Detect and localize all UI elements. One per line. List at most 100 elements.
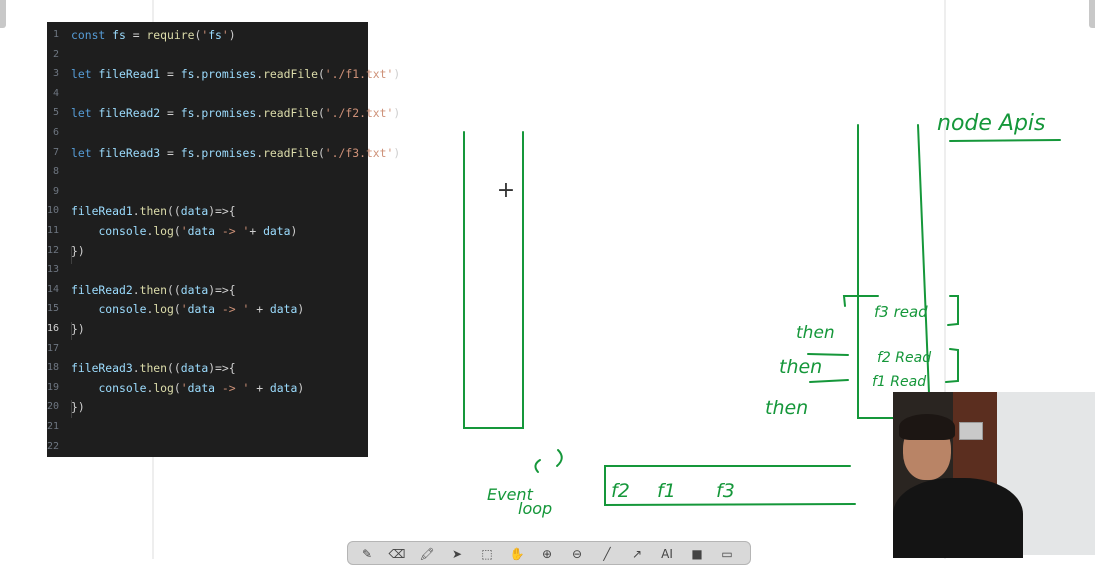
f3-read-label: f3 read — [874, 303, 928, 321]
presenter-hair — [899, 414, 955, 440]
code-line: 17 — [47, 340, 368, 358]
then-label-1: then — [796, 323, 835, 343]
f2-read-label: f2 Read — [877, 350, 931, 366]
code-text: let fileRead3 = fs.promises.readFile('./… — [71, 145, 401, 160]
then-label-2: then — [779, 356, 822, 378]
indent-guide — [71, 322, 72, 340]
event-loop-arrows — [534, 449, 563, 473]
node-apis-label: node Apis — [937, 111, 1046, 136]
then-arrow-1 — [842, 295, 879, 307]
line-number: 19 — [47, 381, 60, 393]
line-number: 6 — [52, 127, 59, 138]
line-number: 17 — [47, 342, 60, 354]
code-text: fileRead2.then((data)=>{ — [71, 282, 236, 297]
code-line: 7 let fileRead3 = fs.promises.readFile('.… — [47, 144, 400, 162]
code-line: 16}) — [47, 320, 368, 338]
indent-guide — [71, 246, 72, 264]
code-line: 21 — [47, 418, 368, 436]
code-line: 2 — [47, 46, 368, 64]
text-icon[interactable]: AI — [661, 547, 673, 561]
code-line: 15 console.log('data -> ' + data) — [47, 300, 368, 318]
webcam-background-panel — [959, 422, 983, 440]
code-line: 14 fileRead2.then((data)=>{ — [47, 281, 368, 299]
code-text: fileRead3.then((data)=>{ — [71, 361, 236, 376]
queue-item-f2: f2 — [611, 480, 630, 502]
code-line: 18 fileRead3.then((data)=>{ — [47, 359, 368, 377]
right-scrollbar[interactable] — [1089, 0, 1095, 28]
code-line: 13 — [47, 261, 368, 279]
line-number: 12 — [47, 244, 60, 256]
line-number: 18 — [47, 362, 60, 374]
left-scrollbar[interactable] — [0, 0, 6, 28]
code-text: let fileRead2 = fs.promises.readFile('./… — [71, 106, 401, 121]
line-number: 7 — [52, 146, 59, 158]
f1-read-label: f1 Read — [872, 374, 926, 390]
code-line: 10 fileRead1.then((data)=>{ — [47, 202, 368, 220]
then-label-3: then — [765, 397, 808, 419]
queue-item-f1: f1 — [657, 480, 676, 502]
code-line: 11 console.log('data -> '+ data) — [47, 222, 368, 240]
code-line: 3 let fileRead1 = fs.promises.readFile('.… — [47, 65, 400, 83]
line-number: 9 — [52, 185, 59, 197]
call-stack-box — [463, 131, 524, 429]
queue-item-f3: f3 — [716, 480, 735, 502]
indent-guide — [71, 400, 72, 418]
more-icon[interactable]: ▭ — [721, 547, 733, 561]
code-text: }) — [71, 400, 85, 415]
highlighter-icon[interactable]: 🖍 — [419, 547, 435, 561]
code-line: 9 — [47, 183, 368, 201]
loop-label: loop — [518, 499, 552, 518]
event-label: Event — [487, 485, 534, 504]
line-number: 13 — [47, 264, 60, 276]
arrow-icon[interactable]: ↗ — [631, 547, 643, 561]
bracket-2 — [945, 348, 959, 383]
line-number: 4 — [52, 87, 59, 99]
line-number: 15 — [47, 303, 60, 315]
code-text: console.log('data -> ' + data) — [98, 302, 305, 317]
line-number: 11 — [47, 225, 60, 236]
line-number: 1 — [52, 29, 59, 40]
zoom-in-icon[interactable]: ⊕ — [541, 547, 553, 561]
eraser-icon[interactable]: ⌫ — [388, 547, 406, 561]
line-number: 8 — [52, 166, 59, 178]
webcam-overlay — [893, 392, 1095, 558]
code-text: fileRead1.then((data)=>{ — [71, 204, 236, 219]
node-apis-underline — [949, 139, 1061, 142]
line-number: 22 — [47, 440, 60, 452]
code-text: }) — [71, 322, 85, 336]
then-arrow-3 — [809, 379, 849, 383]
line-number: 3 — [52, 68, 59, 80]
code-line: 4 — [47, 85, 368, 103]
line-number: 14 — [47, 283, 60, 295]
code-line: 19 console.log('data -> ' + data) — [47, 379, 368, 397]
code-line: 20}) — [47, 398, 368, 416]
bracket-1 — [947, 295, 959, 326]
code-line: 5 let fileRead2 = fs.promises.readFile('.… — [47, 104, 400, 122]
pen-icon[interactable]: ✎ — [361, 547, 373, 561]
code-line: 12}) — [47, 242, 368, 260]
hand-icon[interactable]: ✋ — [509, 547, 525, 561]
page-divider — [944, 0, 946, 559]
shape-icon[interactable]: ■ — [691, 547, 703, 561]
pointer-icon[interactable]: ➤ — [451, 547, 463, 561]
line-number: 10 — [47, 205, 60, 217]
cursor-crosshair: + — [497, 178, 515, 203]
line-icon[interactable]: ╱ — [603, 547, 611, 561]
code-text: console.log('data -> '+ data) — [98, 224, 298, 238]
code-text: let fileRead1 = fs.promises.readFile('./… — [71, 67, 401, 82]
line-number: 2 — [52, 48, 59, 60]
zoom-out-icon[interactable]: ⊖ — [571, 547, 583, 561]
line-number: 16 — [47, 323, 60, 334]
code-line: 8 — [47, 163, 368, 181]
select-icon[interactable]: ⬚ — [481, 547, 493, 561]
code-text: }) — [71, 243, 85, 258]
callback-queue-box — [604, 465, 856, 507]
code-line: 6 — [47, 124, 368, 142]
drawing-toolbar: ✎ ⌫ 🖍 ➤ ⬚ ✋ ⊕ ⊖ ╱ ↗ AI ■ ▭ — [347, 541, 751, 565]
line-number: 5 — [52, 107, 59, 119]
line-number: 21 — [47, 421, 60, 432]
